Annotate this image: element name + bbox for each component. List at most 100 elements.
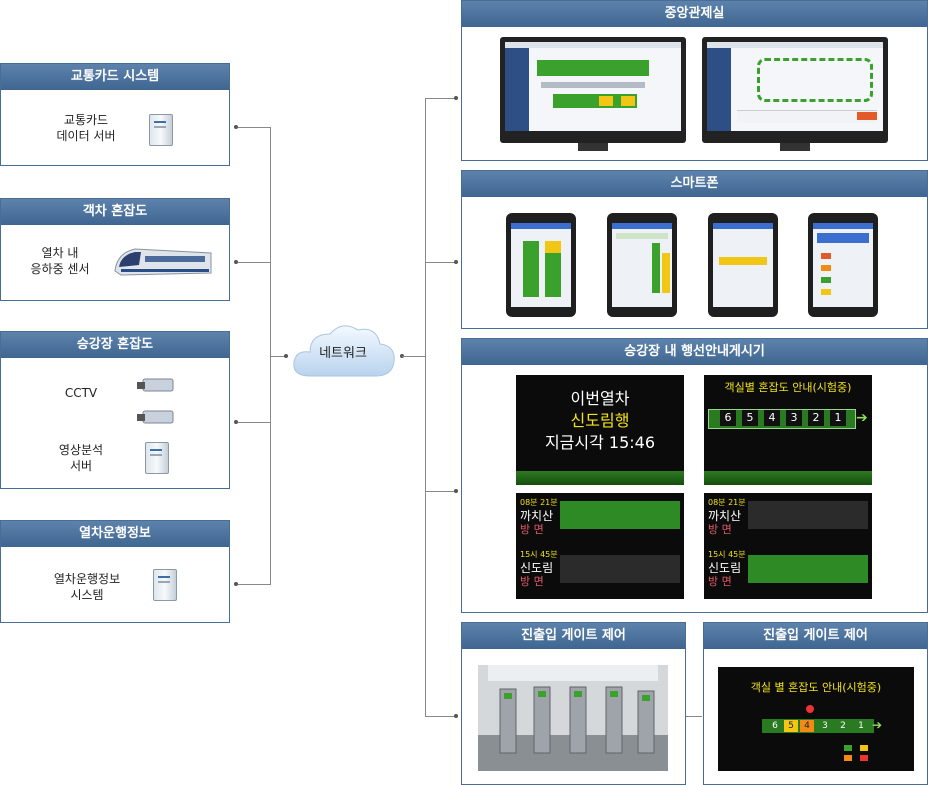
connector-line [270,356,286,357]
board-title: 객실별 혼잡도 안내(시험중) [724,381,852,394]
panel-train-operation: 열차운행정보 열차운행정보 시스템 [0,520,230,623]
connector-line [238,127,270,128]
panel-control-room: 중앙관제실 [461,0,928,161]
connector-dot [454,96,458,100]
screen-title: 객실 별 혼잡도 안내(시험중) [750,681,882,694]
load-sensor-label: 열차 내 응하중 센서 [15,245,105,277]
car-number: 1 [854,720,868,732]
server-icon [153,569,177,601]
car-congestion-board: 객실별 혼잡도 안내(시험중) 6 5 4 3 2 1 ➔ [704,375,872,485]
car-number: 2 [808,410,824,426]
label-line-1: 열차운행정보 [53,572,121,586]
board-station: 신도림 [520,561,554,575]
board-time: 15시 45분 [708,550,746,559]
connector-line [686,716,702,717]
connector-line [425,262,455,263]
panel-platform-signs: 승강장 내 행선안내게시기 이번열차 신도림행 지금시각 15:46 객실별 혼… [461,338,928,613]
board-time: 15시 45분 [520,550,558,559]
monitor-icon [702,37,888,151]
tablet-icon [607,213,677,317]
video-analysis-server-label: 영상분석 서버 [41,442,121,474]
connector-dot [454,260,458,264]
destination-board: 08분 21분 까치산 방 면 15시 45분 신도림 방 면 [704,493,872,599]
label-line-1: 영상분석 [58,443,104,457]
panel-title: 진출입 게이트 제어 [704,623,927,649]
next-train-board: 이번열차 신도림행 지금시각 15:46 [516,375,684,485]
transit-card-server-label: 교통카드 데이터 서버 [41,112,131,144]
connector-line [238,262,270,263]
connector-line [425,491,455,492]
connector-line [425,716,455,717]
train-icon [114,248,212,276]
panel-gate-photo: 진출입 게이트 제어 [461,622,686,785]
car-number: 3 [786,410,802,426]
connector-dot [284,354,288,358]
board-direction: 방 면 [520,575,544,588]
car-number: 3 [818,720,832,732]
panel-platform-congestion: 승강장 혼잡도 CCTV 영상분석 서버 [0,331,230,489]
arrow-right-icon: ➔ [872,718,883,732]
panel-transit-card-system: 교통카드 시스템 교통카드 데이터 서버 [0,63,230,166]
panel-title: 승강장 혼잡도 [1,332,229,358]
board-direction: 방 면 [520,523,544,536]
connector-line [238,584,270,585]
board-line-2: 신도림행 [570,411,630,430]
train-operation-system-label: 열차운행정보 시스템 [37,571,137,603]
gate-photo-image [478,665,668,771]
connector-line [402,356,426,357]
connector-dot [454,489,458,493]
network-label: 네트워크 [319,346,367,361]
board-time: 08분 21분 [708,498,746,507]
car-number: 6 [768,720,782,732]
panel-smartphone: 스마트폰 [461,170,928,329]
cctv-label: CCTV [64,386,98,400]
connector-line [238,422,270,423]
label-line-1: 교통카드 [63,113,109,127]
car-number: 6 [720,410,736,426]
panel-title: 진출입 게이트 제어 [462,623,685,649]
board-station: 까치산 [708,509,742,523]
connector-dot [234,420,238,424]
server-icon [145,442,169,474]
board-station: 신도림 [708,561,742,575]
tablet-icon [506,213,576,317]
gate-congestion-screen: 객실 별 혼잡도 안내(시험중) 6 5 4 3 2 1 ➔ [718,667,914,771]
panel-title: 교통카드 시스템 [1,64,229,90]
label-line-2: 데이터 서버 [56,129,116,143]
connector-dot [234,582,238,586]
monitor-icon [500,37,686,151]
server-icon [149,114,173,146]
cctv-camera-icon [137,410,174,424]
label-line-2: 시스템 [70,588,104,602]
network-cloud-icon [293,325,395,377]
panel-title: 객차 혼잡도 [1,199,229,225]
panel-gate-display: 진출입 게이트 제어 객실 별 혼잡도 안내(시험중) 6 5 4 3 2 1 … [703,622,928,785]
tablet-icon [708,213,778,317]
panel-title: 스마트폰 [462,171,927,197]
cctv-camera-icon [137,378,174,392]
board-direction: 방 면 [708,575,732,588]
board-direction: 방 면 [708,523,732,536]
board-station: 까치산 [520,509,554,523]
car-number: 5 [784,720,798,732]
label-line-1: 열차 내 [41,246,79,260]
location-pin-icon [806,705,814,713]
connector-line [425,98,426,716]
connector-dot [234,125,238,129]
destination-board: 08분 21분 까치산 방 면 15시 45분 신도림 방 면 [516,493,684,599]
label-line-2: 응하중 센서 [30,262,90,276]
board-time: 08분 21분 [520,498,558,507]
board-line-1: 이번열차 [570,389,630,408]
car-number: 2 [836,720,850,732]
tablet-icon [808,213,878,317]
arrow-right-icon: ➔ [856,410,868,426]
car-number: 5 [742,410,758,426]
panel-title: 열차운행정보 [1,521,229,547]
car-number: 4 [764,410,780,426]
car-number: 4 [800,720,814,732]
car-number: 1 [830,410,846,426]
label-line-2: 서버 [69,459,93,473]
board-line-3: 지금시각 15:46 [544,433,656,452]
connector-dot [234,260,238,264]
panel-title: 중앙관제실 [462,1,927,27]
